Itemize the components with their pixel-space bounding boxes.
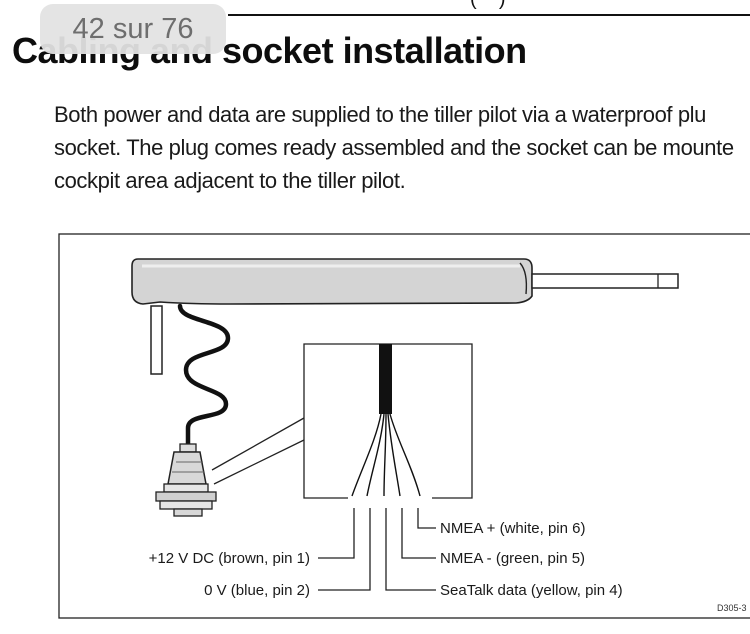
paragraph-line: Both power and data are supplied to the … [54,102,706,127]
previous-text-fragment: ( ) [470,0,506,11]
page-counter: 42 sur 76 [40,4,226,54]
label-ground: 0 V (blue, pin 2) [204,582,310,599]
tiller-pilot [131,258,679,375]
drawing-code: D305-3 [717,603,747,613]
coiled-cable [177,303,231,449]
label-nmea-minus: NMEA - (green, pin 5) [440,550,585,567]
paragraph-line: cockpit area adjacent to the tiller pilo… [54,168,406,193]
callout-line [213,439,305,485]
label-seatalk: SeaTalk data (yellow, pin 4) [440,582,623,599]
mounting-pin [150,305,163,375]
cable-sheath [379,344,392,414]
callout-line [211,417,305,471]
body-paragraph: Both power and data are supplied to the … [54,98,750,197]
plug [155,443,217,517]
push-rod [531,273,679,289]
figure-frame [58,233,750,619]
wire-leaders [318,508,436,591]
label-nmea-plus: NMEA + (white, pin 6) [440,520,585,537]
label-power: +12 V DC (brown, pin 1) [149,550,310,567]
top-rule [228,14,750,16]
wire-fan [351,413,421,497]
paragraph-line: socket. The plug comes ready assembled a… [54,135,734,160]
